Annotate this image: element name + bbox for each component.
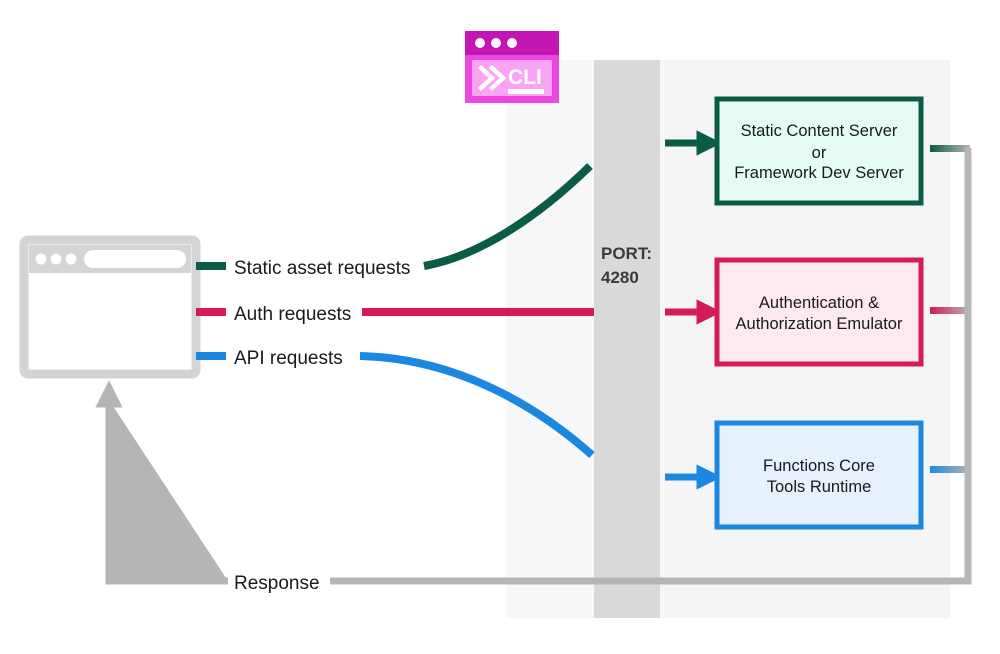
api-arrow [665,464,722,490]
static-box-line-3: Framework Dev Server [734,164,904,182]
port-bar [594,60,660,618]
static-curve [423,163,593,270]
auth-line [362,308,594,316]
auth-box-line-2: Authorization Emulator [736,315,903,333]
static-arrow [665,130,722,156]
service-box-auth-emulator[interactable]: Authentication & Authorization Emulator [714,257,924,367]
functions-box-line-1: Functions Core [763,457,875,475]
static-legend-stub [196,262,226,270]
port-label-line2: 4280 [601,268,639,287]
flow-static-asset-requests: Static asset requests [196,130,722,279]
static-return-stub [930,145,970,152]
auth-flow-label: Auth requests [234,304,351,325]
flow-auth-requests: Auth requests [196,299,722,325]
static-flow-label: Static asset requests [234,258,410,279]
service-box-static-content-server[interactable]: Static Content Server or Framework Dev S… [714,96,924,206]
auth-arrow [665,299,722,325]
static-box-line-1: Static Content Server [741,122,898,140]
auth-box-line-1: Authentication & [759,294,879,312]
port-label-line1: PORT: [601,244,652,263]
flow-api-requests: API requests [196,348,722,490]
cli-window-icon: CLI [465,31,559,103]
api-legend-stub [196,352,226,360]
api-flow-label: API requests [234,348,343,369]
api-curve [359,352,595,458]
static-box-line-2: or [812,144,827,162]
auth-return-stub [930,307,970,314]
api-return-stub [930,466,970,473]
service-box-functions-runtime[interactable]: Functions Core Tools Runtime [714,420,924,530]
functions-box-line-2: Tools Runtime [767,478,872,496]
cli-icon-label: CLI [508,66,542,89]
response-rail [330,148,972,585]
browser-window-icon [19,235,201,379]
auth-legend-stub [196,308,226,316]
response-left-line [95,380,228,585]
response-return-paths: Response [95,145,972,594]
response-label: Response [234,573,320,594]
